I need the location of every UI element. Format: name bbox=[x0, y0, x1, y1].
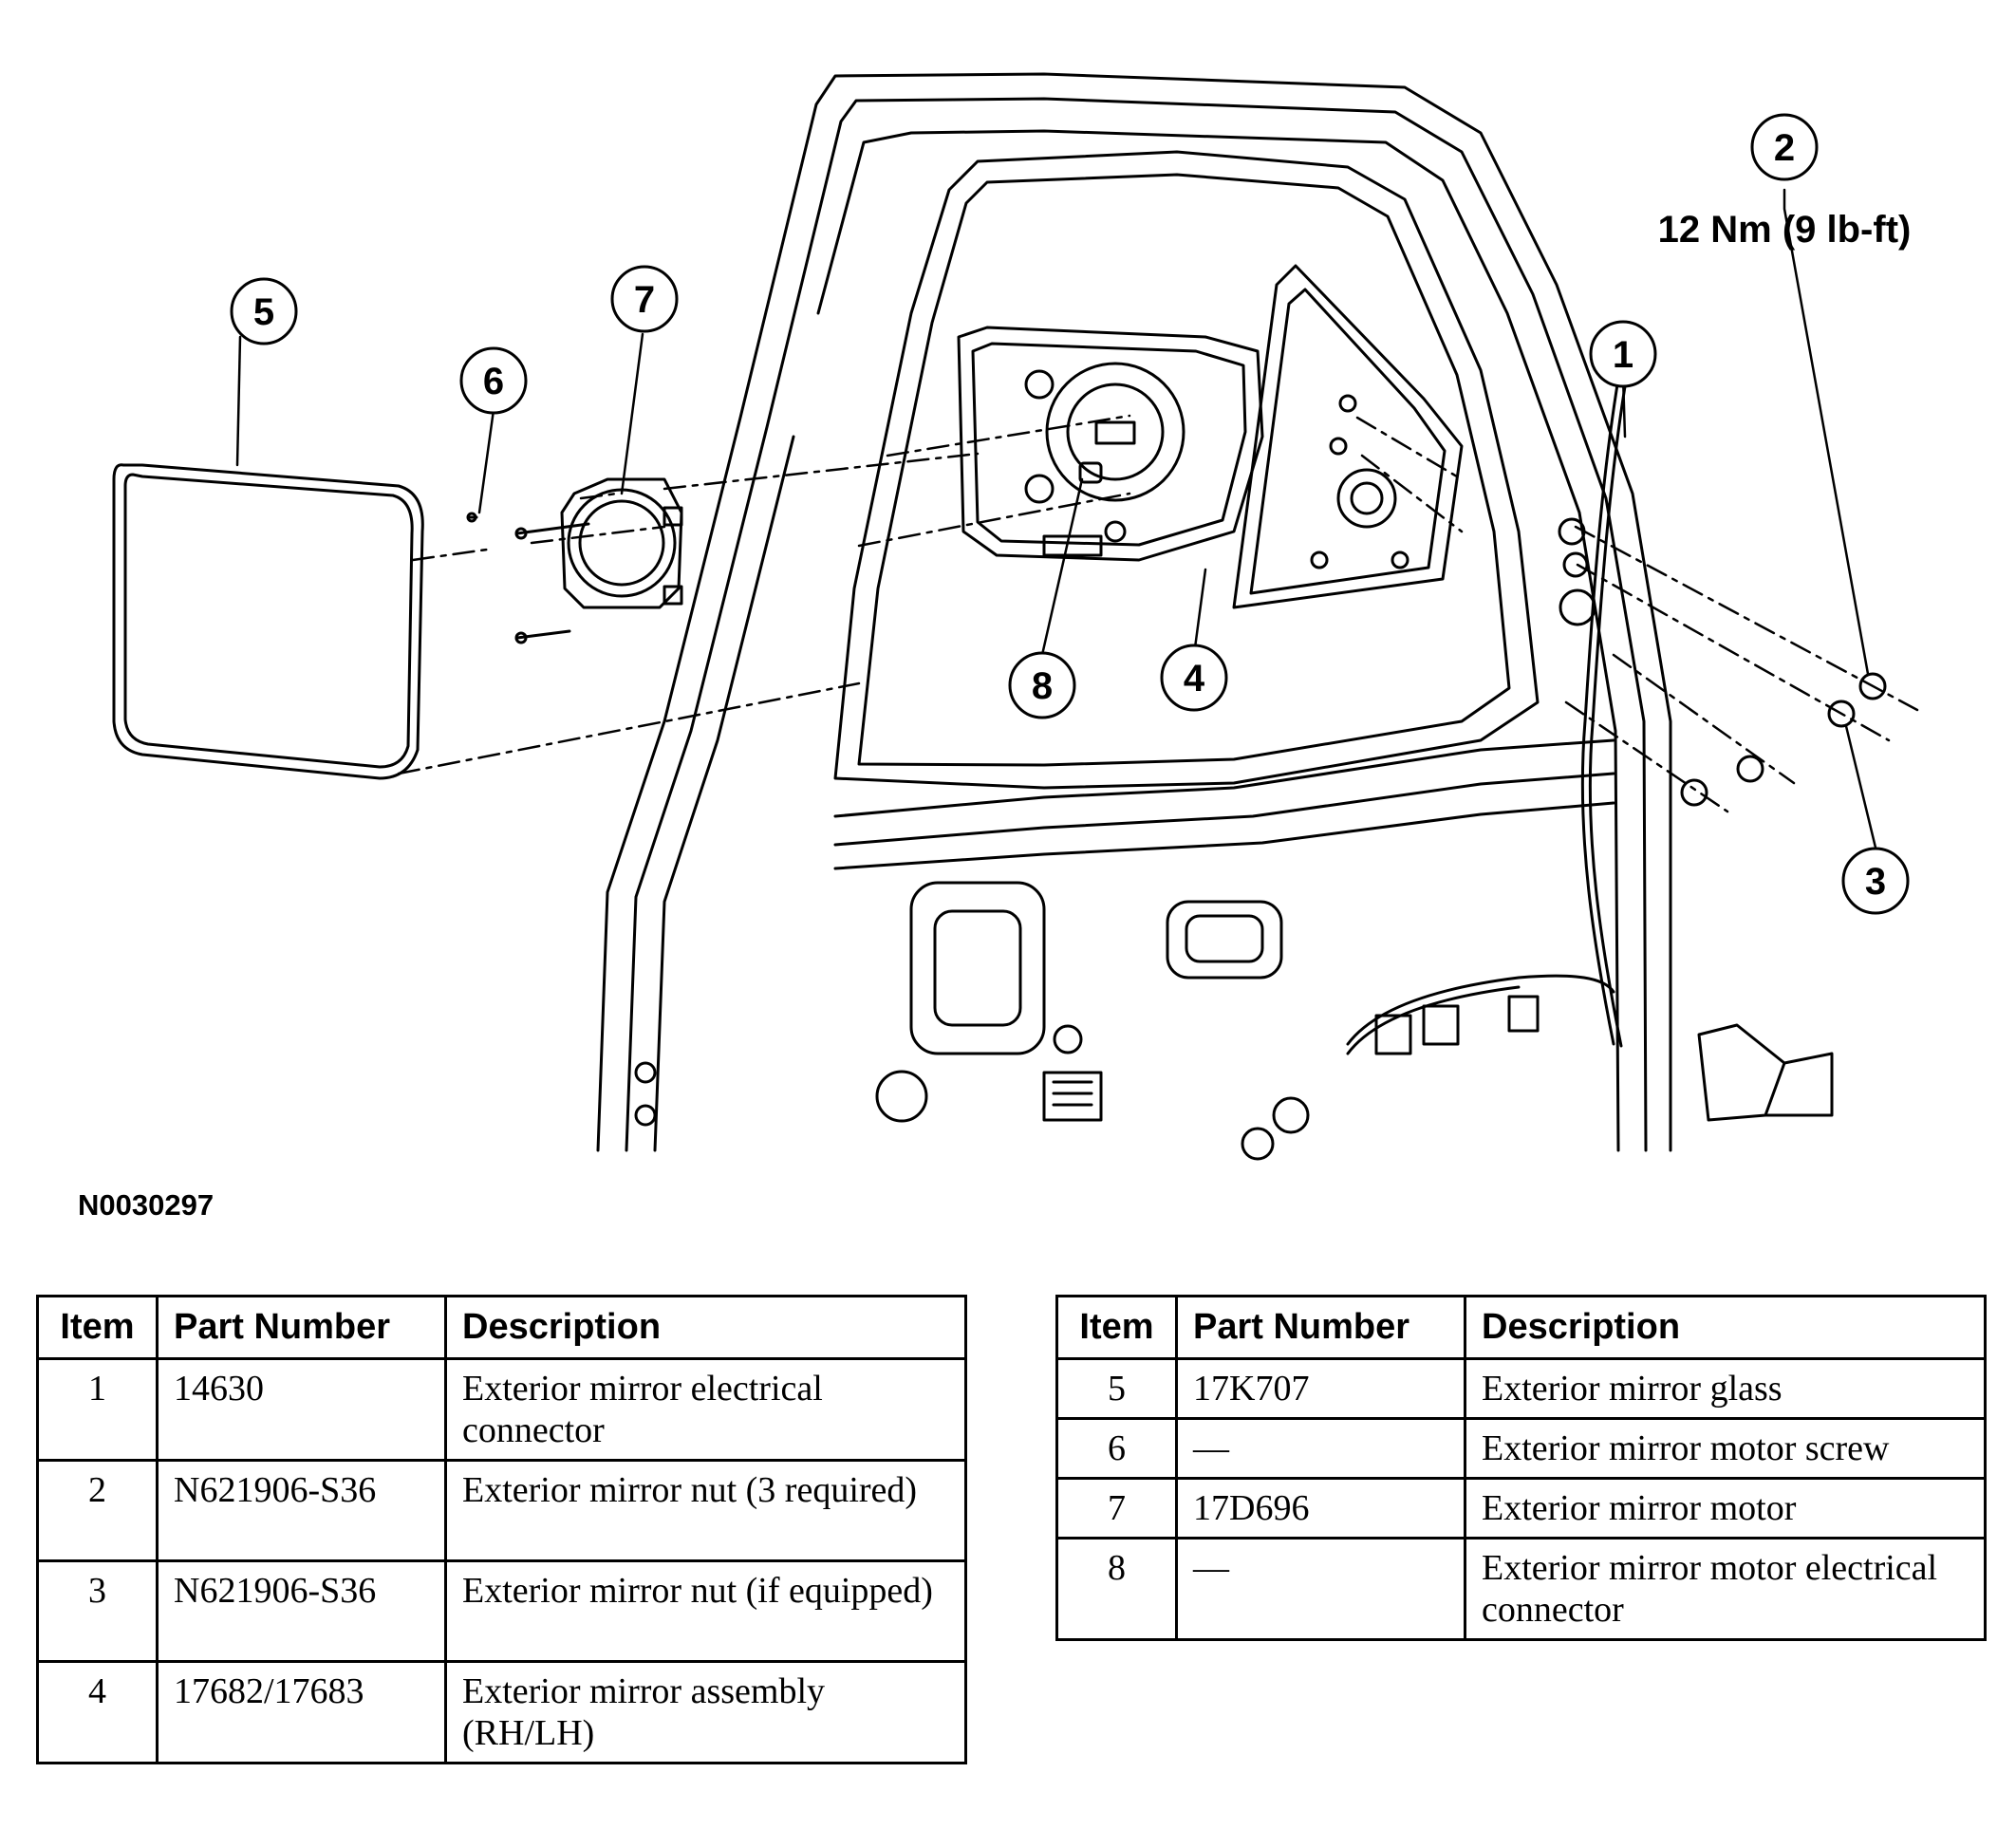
header-part-number: Part Number bbox=[156, 1295, 447, 1360]
callout-7: 7 bbox=[610, 265, 679, 333]
svg-text:8: 8 bbox=[1032, 665, 1053, 707]
cell-description: Exterior mirror nut (3 required) bbox=[444, 1459, 967, 1562]
cell-item: 5 bbox=[1055, 1357, 1178, 1420]
parts-table-left: Item Part Number Description 1 14630 Ext… bbox=[36, 1295, 967, 1764]
cell-description: Exterior mirror motor bbox=[1464, 1477, 1987, 1540]
callout-1: 1 bbox=[1589, 320, 1657, 388]
mirror-glass bbox=[112, 463, 424, 780]
table-row: 6 — Exterior mirror motor screw bbox=[1055, 1417, 1987, 1480]
motor-screws bbox=[466, 512, 590, 644]
callout-3: 3 bbox=[1841, 847, 1910, 915]
mirror-nuts bbox=[1558, 517, 1887, 807]
cell-part-number: 17K707 bbox=[1175, 1357, 1466, 1420]
svg-text:5: 5 bbox=[253, 291, 274, 333]
cell-description: Exterior mirror assembly (RH/LH) bbox=[444, 1660, 967, 1764]
header-description: Description bbox=[1464, 1295, 1987, 1360]
table-row: 2 N621906-S36 Exterior mirror nut (3 req… bbox=[36, 1459, 967, 1562]
svg-text:4: 4 bbox=[1184, 658, 1205, 700]
header-description: Description bbox=[444, 1295, 967, 1360]
callout-8: 8 bbox=[1008, 651, 1076, 719]
torque-spec: 12 Nm (9 lb-ft) bbox=[1658, 209, 1912, 251]
callout-4: 4 bbox=[1160, 644, 1228, 712]
cell-description: Exterior mirror motor screw bbox=[1464, 1417, 1987, 1480]
table-row: 3 N621906-S36 Exterior mirror nut (if eq… bbox=[36, 1559, 967, 1663]
callout-5: 5 bbox=[230, 277, 298, 345]
cell-item: 2 bbox=[36, 1459, 159, 1562]
table-row: 1 14630 Exterior mirror electrical conne… bbox=[36, 1357, 967, 1462]
cell-part-number: 17D696 bbox=[1175, 1477, 1466, 1540]
alignment-lines bbox=[397, 414, 1919, 813]
svg-text:1: 1 bbox=[1613, 334, 1633, 376]
cell-part-number: 14630 bbox=[156, 1357, 447, 1462]
cell-part-number: — bbox=[1175, 1417, 1466, 1480]
svg-text:3: 3 bbox=[1865, 861, 1886, 903]
cell-description: Exterior mirror motor electrical connect… bbox=[1464, 1537, 1987, 1641]
header-item: Item bbox=[36, 1295, 159, 1360]
cell-part-number: 17682/17683 bbox=[156, 1660, 447, 1764]
table-header-row: Item Part Number Description bbox=[36, 1295, 967, 1360]
svg-text:2: 2 bbox=[1774, 127, 1795, 169]
header-item: Item bbox=[1055, 1295, 1178, 1360]
mirror-assembly bbox=[957, 326, 1264, 562]
cell-item: 7 bbox=[1055, 1477, 1178, 1540]
callout-2: 2 bbox=[1750, 113, 1819, 181]
mirror-pivot bbox=[1045, 362, 1185, 502]
table-header-row: Item Part Number Description bbox=[1055, 1295, 1987, 1360]
cell-part-number: — bbox=[1175, 1537, 1466, 1641]
cell-item: 1 bbox=[36, 1357, 159, 1462]
header-part-number: Part Number bbox=[1175, 1295, 1466, 1360]
cell-description: Exterior mirror electrical connector bbox=[444, 1357, 967, 1462]
cell-item: 6 bbox=[1055, 1417, 1178, 1480]
table-row: 5 17K707 Exterior mirror glass bbox=[1055, 1357, 1987, 1420]
exploded-view-diagram: 1 2 3 4 5 6 7 8 12 Nm (9 lb-ft) bbox=[112, 72, 1919, 1161]
mirror-sail-plate bbox=[1232, 264, 1464, 609]
table-row: 4 17682/17683 Exterior mirror assembly (… bbox=[36, 1660, 967, 1764]
svg-text:7: 7 bbox=[634, 279, 655, 321]
callout-leaders bbox=[235, 188, 1877, 849]
parts-table-right: Item Part Number Description 5 17K707 Ex… bbox=[1055, 1295, 1987, 1641]
cell-description: Exterior mirror glass bbox=[1464, 1357, 1987, 1420]
table-row: 8 — Exterior mirror motor electrical con… bbox=[1055, 1537, 1987, 1641]
cell-item: 4 bbox=[36, 1660, 159, 1764]
callout-6: 6 bbox=[459, 346, 528, 415]
cell-item: 3 bbox=[36, 1559, 159, 1663]
table-row: 7 17D696 Exterior mirror motor bbox=[1055, 1477, 1987, 1540]
cell-part-number: N621906-S36 bbox=[156, 1459, 447, 1562]
cell-part-number: N621906-S36 bbox=[156, 1559, 447, 1663]
figure-id: N0030297 bbox=[78, 1188, 215, 1222]
cell-description: Exterior mirror nut (if equipped) bbox=[444, 1559, 967, 1663]
door-frame bbox=[596, 72, 1834, 1161]
svg-text:6: 6 bbox=[483, 361, 504, 402]
cell-item: 8 bbox=[1055, 1537, 1178, 1641]
